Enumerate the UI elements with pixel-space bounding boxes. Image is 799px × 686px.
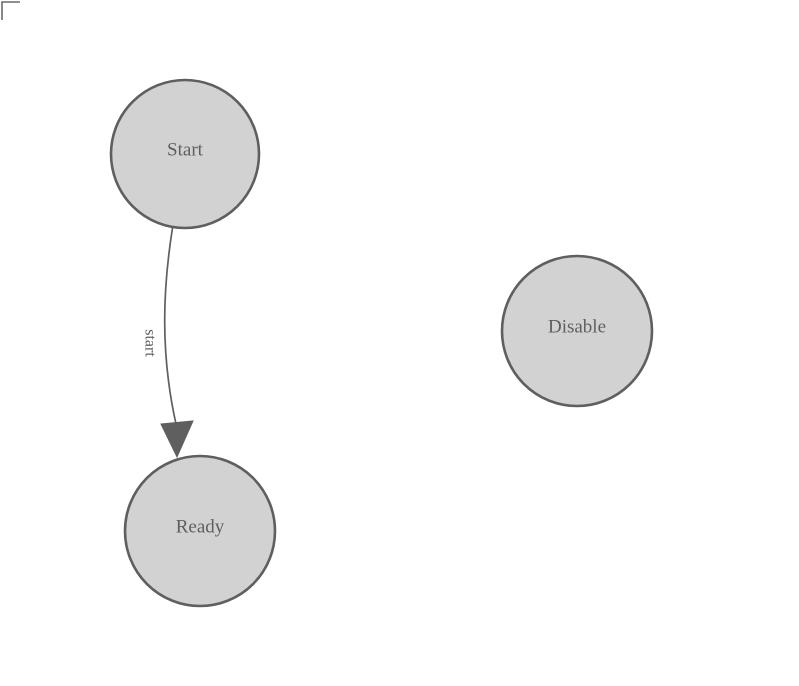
node-disable[interactable]: Disable [500, 254, 654, 408]
selection-corner-bracket-icon [1, 1, 20, 20]
node-ready[interactable]: Ready [123, 454, 277, 608]
node-start[interactable]: Start [109, 78, 261, 230]
node-ready-label: Ready [176, 516, 225, 537]
node-ready-circle[interactable] [123, 454, 277, 608]
node-disable-label: Disable [548, 316, 606, 337]
node-start-label: Start [167, 139, 204, 160]
node-start-circle[interactable] [109, 78, 261, 230]
node-disable-circle[interactable] [500, 254, 654, 408]
edge-line [163, 227, 177, 425]
arrowhead-icon [160, 420, 194, 459]
edge-label-start: start [141, 329, 158, 357]
edge-start-to-ready[interactable]: start [141, 227, 194, 459]
